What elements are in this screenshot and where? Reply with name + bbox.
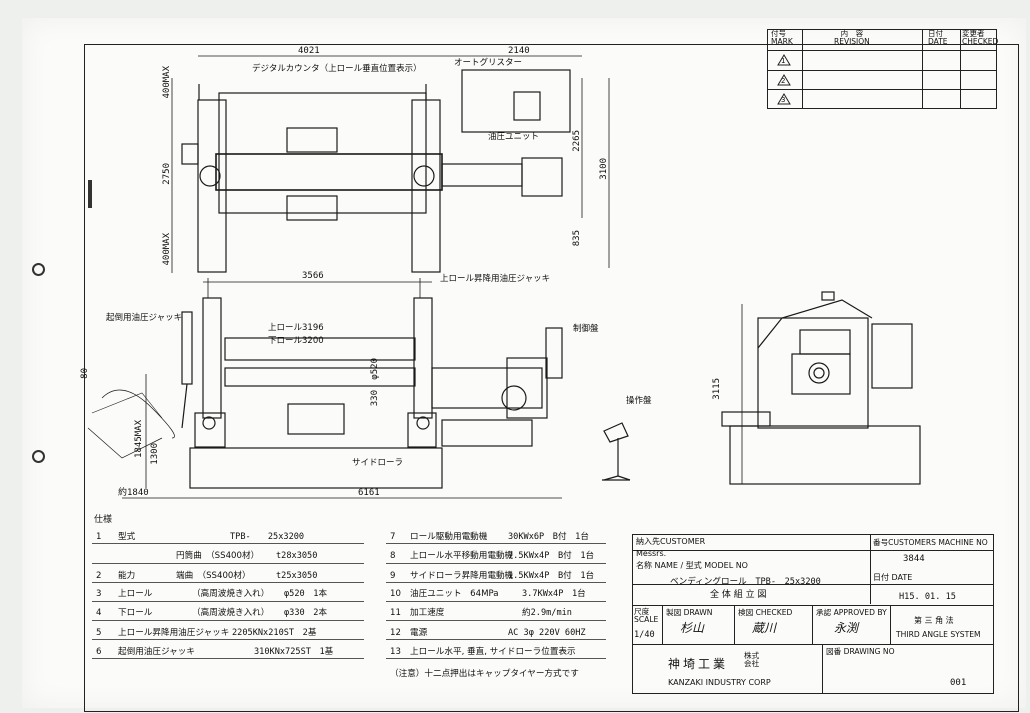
dim-400max-top: 400MAX xyxy=(162,66,172,99)
customer-label: 納入先CUSTOMER xyxy=(636,537,706,546)
dim-3566: 3566 xyxy=(302,271,324,281)
machine-no-value: 3844 xyxy=(903,554,925,564)
triangle-icon xyxy=(777,54,791,66)
label-control-panel: 制御盤 xyxy=(573,324,599,334)
dim-3115: 3115 xyxy=(712,378,722,400)
label-lower-roll: 下ロール3200 xyxy=(268,336,324,346)
drawing-no-value: 001 xyxy=(950,678,967,688)
revision-mark-triangle: 3 xyxy=(777,93,791,105)
scale-value: 1/40 xyxy=(634,630,655,640)
company-name-jp: 神埼工業 xyxy=(668,657,729,671)
drawing-title: 全 体 組 立 図 xyxy=(710,590,767,600)
projection-label: 第 三 角 法 xyxy=(914,616,954,625)
revision-col-checked: 変更者 CHECKED xyxy=(962,29,999,46)
triangle-icon xyxy=(777,74,791,86)
revision-col-revision: 内 容 REVISION xyxy=(834,29,870,46)
dim-1845max: 1845MAX xyxy=(134,420,144,458)
name-label: 名称 NAME / 型式 MODEL NO xyxy=(636,561,748,570)
label-auto-greaser: オートグリスター xyxy=(454,58,523,68)
dim-1840: 約1840 xyxy=(118,488,149,498)
dim-top-left: 4021 xyxy=(298,46,320,56)
drawing-frame xyxy=(84,44,1019,712)
spec-note: （注意）十二点押出はキャップタイヤー方式です xyxy=(390,669,579,679)
dim-835: 835 xyxy=(572,230,582,247)
scale-label: 尺度 SCALE xyxy=(634,607,659,624)
machine-no-label: 番号CUSTOMERS MACHINE NO xyxy=(873,538,988,547)
machine-linework xyxy=(87,55,921,499)
punch-hole xyxy=(32,450,45,463)
label-upper-roll-jack: 上ロール昇降用油圧ジャッキ xyxy=(440,274,551,284)
label-digital-counter: デジタルカウンタ（上ロール垂直位置表示） xyxy=(252,64,422,74)
approved-signature: 永渕 xyxy=(834,621,859,635)
dim-520: φ520 xyxy=(370,358,380,380)
punch-hole xyxy=(32,263,45,276)
revision-table xyxy=(767,29,997,109)
revision-mark-triangle: 1 xyxy=(777,54,791,66)
projection-value: THIRD ANGLE SYSTEM xyxy=(896,630,981,639)
drawn-label: 製図 DRAWN xyxy=(666,608,713,617)
customer-value: Messrs. xyxy=(636,549,667,558)
label-upper-roll: 上ロール3196 xyxy=(268,323,324,333)
drawing-no-label: 図番 DRAWING NO xyxy=(826,647,895,656)
dim-80: 80 xyxy=(80,368,90,379)
specs-title: 仕様 xyxy=(94,515,113,525)
name-value: ベンディングロール TPB- 25x3200 xyxy=(670,577,821,587)
dim-2265: 2265 xyxy=(572,130,582,152)
mark-bar xyxy=(88,180,92,208)
checked-label: 検図 CHECKED xyxy=(738,608,793,617)
drawn-signature: 杉山 xyxy=(680,621,705,635)
label-upright-jack: 起倒用油圧ジャッキ xyxy=(106,313,183,323)
dim-top-right: 2140 xyxy=(508,46,530,56)
checked-signature: 蔵川 xyxy=(752,621,777,635)
company-name-en: KANZAKI INDUSTRY CORP xyxy=(668,678,771,687)
revision-mark-triangle: 2 xyxy=(777,74,791,86)
title-block xyxy=(632,534,994,694)
dim-330: 330 xyxy=(370,390,380,407)
dim-3100: 3100 xyxy=(599,158,609,180)
label-hydraulic-unit: 油圧ユニット xyxy=(488,132,540,142)
label-operation-panel: 操作盤 xyxy=(626,396,652,406)
approved-label: 承認 APPROVED BY xyxy=(816,608,887,617)
date-value: H15. 01. 15 xyxy=(899,592,956,602)
dim-2750: 2750 xyxy=(162,163,172,185)
revision-col-mark: 付号 MARK xyxy=(771,29,793,46)
triangle-icon xyxy=(777,93,791,105)
label-side-roller: サイドローラ xyxy=(352,458,404,468)
dim-1300: 1300 xyxy=(150,443,160,465)
dim-400max-bottom: 400MAX xyxy=(162,233,172,266)
company-suffix: 株式 会社 xyxy=(744,651,760,668)
dim-6161: 6161 xyxy=(358,488,380,498)
revision-col-date: 日付 DATE xyxy=(928,29,948,46)
drawing-sheet: 4021 2140 400MAX 2750 400MAX 2265 3100 8… xyxy=(22,18,1026,712)
date-label: 日付 DATE xyxy=(873,573,913,582)
